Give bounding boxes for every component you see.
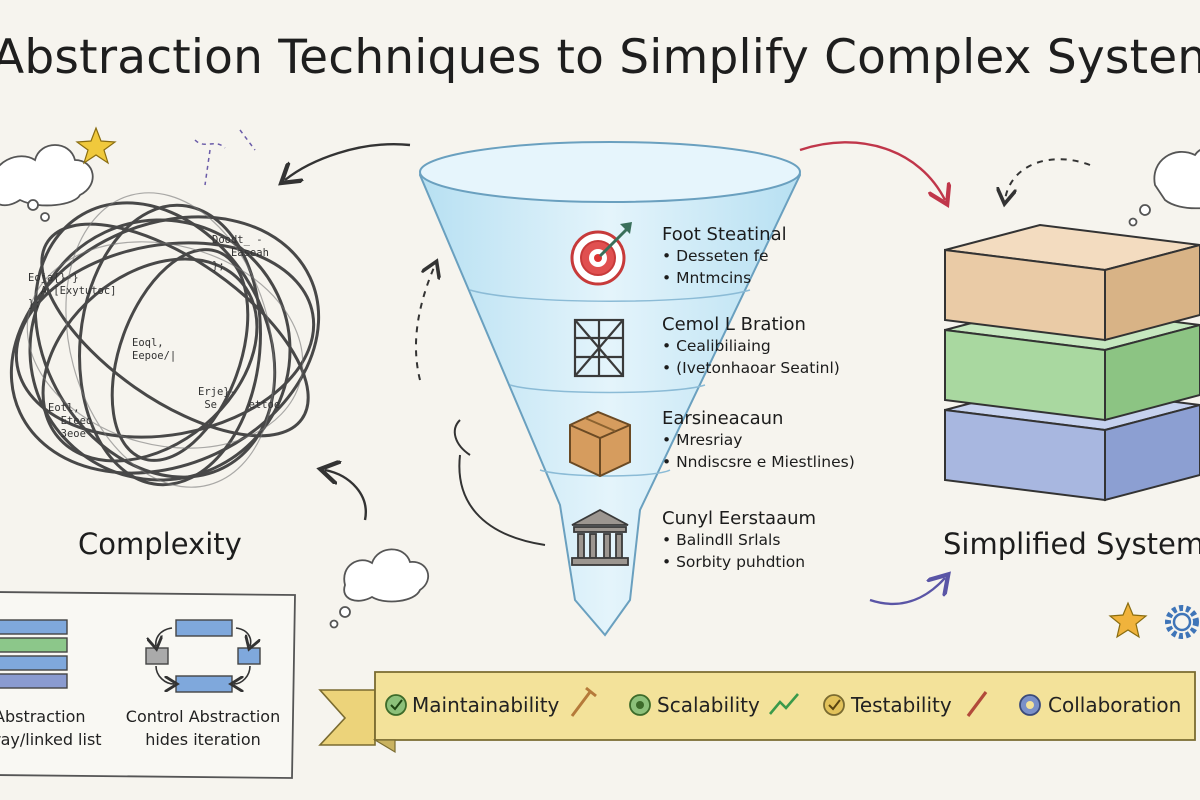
legend-sublabel: hides iteration xyxy=(145,730,261,749)
scaffold-icon xyxy=(573,318,625,378)
funnel-step-title: Foot Steatinal xyxy=(662,224,787,245)
code-snippet: Eotl, Eteeo 3eoe xyxy=(48,402,93,440)
complexity-caption: Complexity xyxy=(78,527,242,561)
funnel-step-bullet: • Mresriay xyxy=(662,431,743,449)
legend-item: Abstraction ray/linked list xyxy=(0,705,104,751)
star-icon xyxy=(75,126,117,165)
funnel-step-bullet: • (Ivetonhaoar Seatinl) xyxy=(662,359,840,377)
funnel-step-title: Cemol L Bration xyxy=(662,314,806,335)
funnel-step-bullet: • Balindll Srlals xyxy=(662,531,781,549)
funnel-step: Earsineacaun • Mresriay • Nndiscsre e Mi… xyxy=(662,408,855,473)
funnel xyxy=(418,141,802,637)
layer-stack xyxy=(944,223,1200,502)
benefits-banner xyxy=(318,671,1196,754)
legend-sublabel: ray/linked list xyxy=(0,730,102,749)
gear-icon xyxy=(1165,605,1199,639)
funnel-step: Cemol L Bration • Cealibiliaing • (Iveto… xyxy=(662,314,840,379)
star-icon xyxy=(1108,601,1148,639)
code-snippet: Erje}- Se ettoe xyxy=(198,386,281,411)
cloud-icon xyxy=(1128,149,1200,227)
funnel-step-bullet: • Nndiscsre e Miestlines) xyxy=(662,453,855,471)
code-snippet: Doodt_ - Easeah }; xyxy=(212,234,269,272)
code-snippet: Eoja{}-} A [Exytutoc] }; xyxy=(28,272,117,310)
funnel-step-title: Cunyl Eerstaaum xyxy=(662,508,817,529)
funnel-step-bullet: • Cealibiliaing xyxy=(662,337,771,355)
legend-box xyxy=(0,591,296,779)
simplified-system-caption: Simplified System xyxy=(943,527,1200,561)
cloud-icon xyxy=(329,548,430,629)
cloud-icon xyxy=(0,144,94,222)
funnel-step-bullet: • Desseten fe xyxy=(662,247,769,265)
banner-item-testability: Testability xyxy=(851,693,952,717)
legend-item: Control Abstraction hides iteration xyxy=(118,705,288,751)
page-title: Abstraction Techniques to Simplify Compl… xyxy=(0,30,1200,85)
funnel-step-title: Earsineacaun xyxy=(662,408,784,429)
funnel-step: Foot Steatinal • Desseten fe • Mntmcins xyxy=(662,224,787,289)
code-snippet: Eoql, Eepoe/| xyxy=(132,337,177,362)
banner-item-collaboration: Collaboration xyxy=(1048,693,1182,717)
complexity-knot xyxy=(9,201,321,487)
funnel-step-bullet: • Mntmcins xyxy=(662,269,752,287)
bank-icon xyxy=(571,508,629,566)
legend-label: Control Abstraction xyxy=(125,707,281,726)
banner-item-maintainability: Maintainability xyxy=(412,693,560,717)
box-icon xyxy=(569,410,631,478)
target-icon xyxy=(570,222,632,286)
legend-label: Abstraction xyxy=(0,707,86,726)
funnel-step-bullet: • Sorbity puhdtion xyxy=(662,553,806,571)
funnel-step: Cunyl Eerstaaum • Balindll Srlals • Sorb… xyxy=(662,508,816,573)
squiggle-icon xyxy=(194,129,256,186)
banner-item-scalability: Scalability xyxy=(657,693,760,717)
